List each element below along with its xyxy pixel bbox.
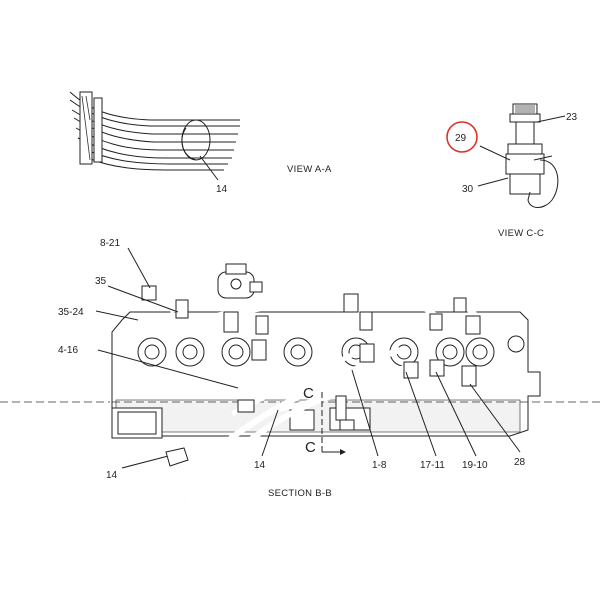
leader-29 [479,145,511,161]
view-aa-detail [69,91,240,181]
pump-block [217,263,263,299]
view-aa-caption: VIEW A-A [287,164,332,175]
leader-35-24 [95,310,139,321]
section-bb-drawing [0,243,600,501]
callout-35: 35 [95,276,107,287]
view-cc-caption: VIEW C-C [498,228,544,239]
view-cc-detail [477,103,566,208]
callout-35-24: 35-24 [58,307,84,318]
callout-4-16: 4-16 [58,345,78,356]
section-cut-c [321,392,346,455]
leader-30 [477,177,509,187]
leader-28 [469,383,521,453]
leader-17-11 [405,371,437,457]
section-mark-c-upper: C [303,385,314,402]
lower-hoses [159,345,461,501]
section-bb-caption: SECTION B-B [268,488,332,499]
callout-14-top: 14 [216,184,228,195]
leader-23 [536,115,566,123]
leader-14-mid [261,409,279,457]
callout-1-8: 1-8 [372,460,387,471]
leader-19-10 [435,371,477,457]
callout-17-11: 17-11 [420,460,445,471]
leader-8-21 [127,247,151,289]
engine-block [0,311,600,439]
callout-30: 30 [462,184,474,195]
callout-14-left: 14 [106,470,118,481]
callout-29[interactable]: 29 [455,133,467,144]
callout-8-21: 8-21 [100,238,120,249]
leader-35 [107,285,179,313]
leader-14-top [199,155,219,181]
upper-fittings [141,285,481,335]
leader-1-8 [351,369,379,457]
upper-hoses [146,243,481,323]
callout-19-10: 19-10 [462,460,488,471]
callout-14-mid: 14 [254,460,266,471]
callout-29-highlight-circle[interactable] [446,121,478,153]
callout-23: 23 [566,112,578,123]
callout-28: 28 [514,457,526,468]
leader-4-16 [97,349,239,389]
section-mark-c-lower: C [305,439,316,456]
lower-fittings [237,339,477,431]
